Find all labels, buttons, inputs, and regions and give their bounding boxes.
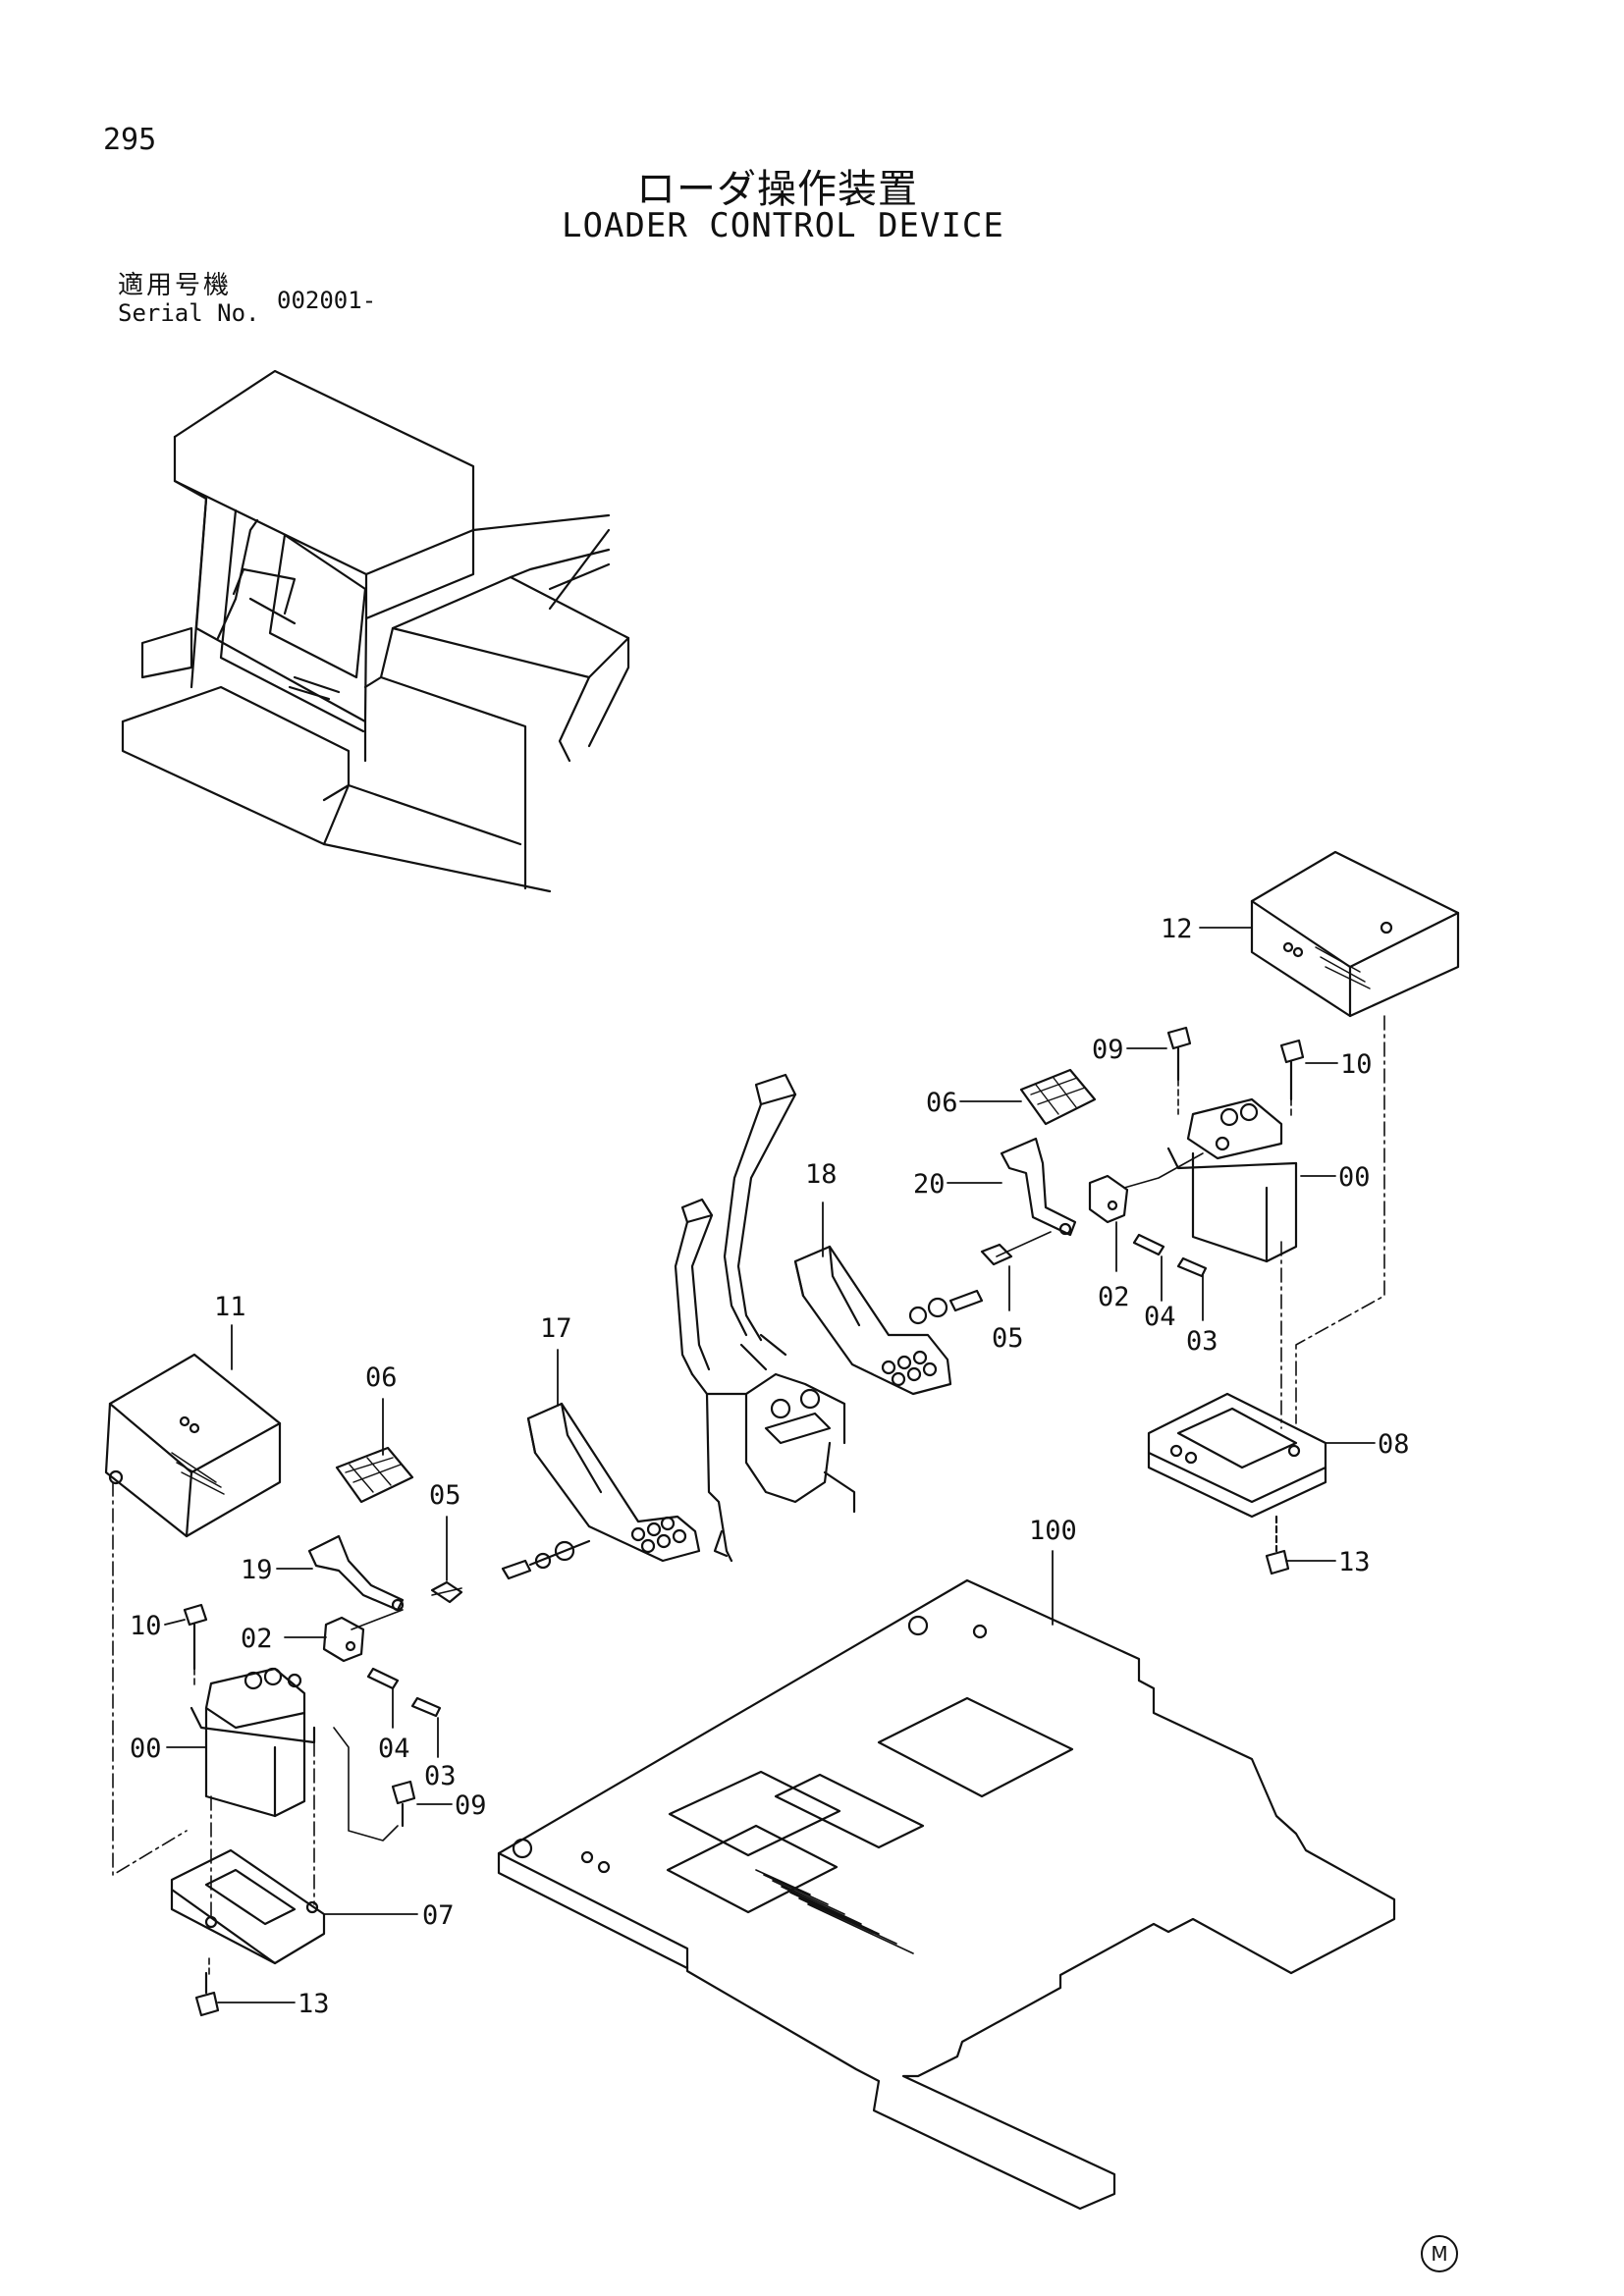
page-number: 295	[103, 123, 157, 157]
callout-06: 06	[926, 1088, 958, 1118]
machine-overview-illustration	[121, 369, 630, 893]
callout-00: 00	[1338, 1162, 1371, 1193]
page-title-japanese: ローダ操作装置	[636, 167, 918, 212]
control-valve-assembly	[674, 1073, 856, 1563]
callout-numbers: 12 09 10 06 00 20 18 02 04 05 03 11 17 0…	[130, 914, 1410, 2019]
pedal-part-17	[526, 1402, 701, 1563]
callout-03: 03	[424, 1761, 457, 1791]
callout-13: 13	[298, 1989, 330, 2019]
serial-number-value: 002001-	[277, 287, 377, 314]
callout-13: 13	[1338, 1547, 1371, 1577]
callout-05: 05	[992, 1323, 1024, 1354]
callout-04: 04	[378, 1734, 410, 1764]
callout-02: 02	[241, 1624, 273, 1654]
circled-m-mark: M	[1421, 2235, 1458, 2272]
page-title-english: LOADER CONTROL DEVICE	[562, 206, 1004, 245]
callout-leaders	[164, 927, 1376, 2003]
callout-100: 100	[1029, 1516, 1077, 1546]
callout-19: 19	[241, 1555, 273, 1585]
callout-08: 08	[1378, 1429, 1410, 1460]
callout-12: 12	[1161, 914, 1193, 944]
right-switch-assembly	[908, 850, 1460, 1575]
callout-06: 06	[365, 1362, 398, 1393]
callout-10: 10	[1340, 1049, 1373, 1080]
callout-20: 20	[913, 1169, 946, 1200]
callout-18: 18	[805, 1159, 838, 1190]
serial-label-english: Serial No.	[118, 299, 260, 327]
floor-plate-part-100	[497, 1578, 1396, 2211]
callout-09: 09	[455, 1790, 487, 1821]
callout-00: 00	[130, 1734, 162, 1764]
callout-04: 04	[1144, 1302, 1176, 1332]
callout-07: 07	[422, 1900, 455, 1931]
callout-11: 11	[214, 1292, 246, 1322]
callout-02: 02	[1098, 1282, 1130, 1312]
callout-05: 05	[429, 1480, 461, 1511]
left-switch-assembly	[104, 1353, 591, 2017]
callout-10: 10	[130, 1611, 162, 1641]
callout-03: 03	[1186, 1326, 1218, 1357]
pedal-part-18	[793, 1245, 952, 1396]
callout-17: 17	[540, 1313, 572, 1344]
callout-09: 09	[1092, 1035, 1124, 1065]
serial-label-japanese: 適用号機	[118, 271, 233, 300]
